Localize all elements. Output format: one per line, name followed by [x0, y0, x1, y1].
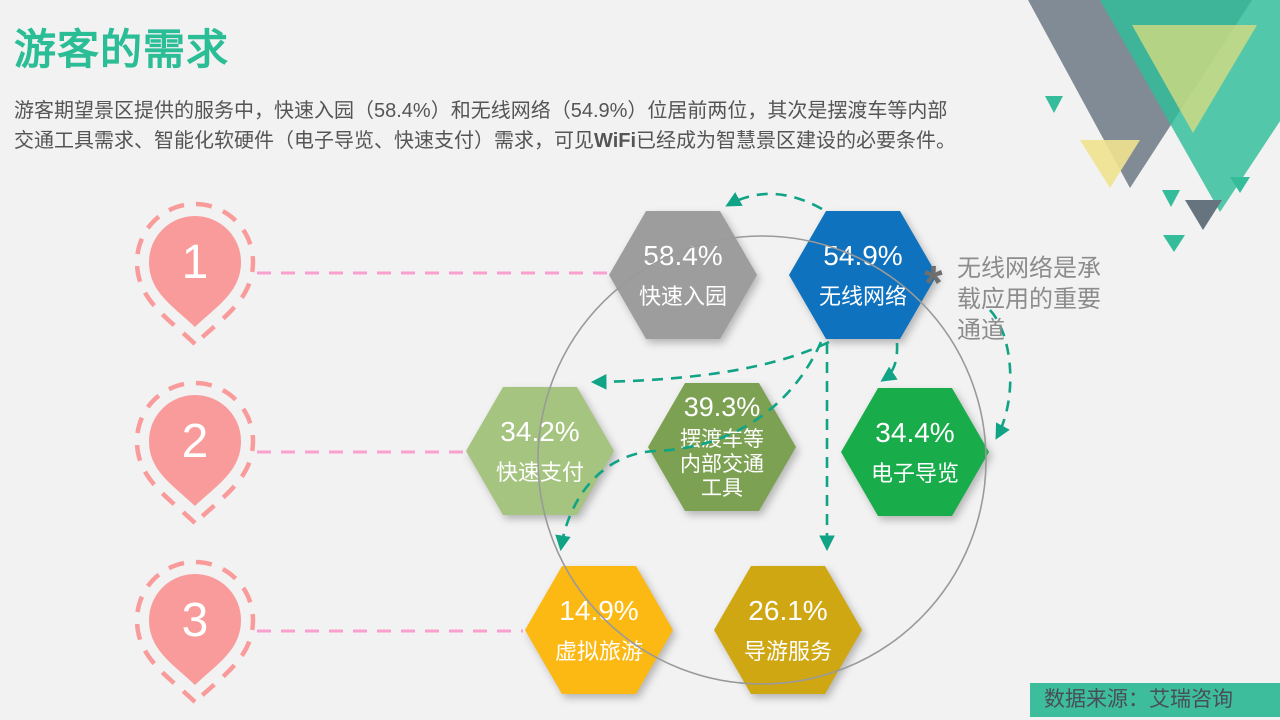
pin-dashed-ring: [134, 559, 256, 706]
arrow-wifi-to-fast-payment: [590, 340, 830, 390]
hexagon-label: 虚拟旅游: [554, 638, 643, 664]
triangle-tiny-teal-1: [1045, 96, 1063, 113]
triangle-small-slate: [1185, 200, 1222, 230]
pin-3: 3: [134, 559, 256, 706]
pin-number: 3: [182, 594, 209, 647]
triangle-tiny-teal-2: [1162, 190, 1180, 207]
data-source-bar: 数据来源：艾瑞咨询: [1030, 683, 1280, 717]
paragraph-text: 已经成为智慧景区建设的必要条件。: [636, 130, 957, 152]
hexagon-value: 58.4%: [643, 239, 723, 271]
arrow-wifi-to-fast-entry: [725, 192, 823, 211]
pin-shape: [149, 395, 241, 506]
pin-2: 2: [134, 380, 256, 527]
hexagon-fast-payment: 34.2% 快速支付: [466, 387, 614, 515]
hexagon-value: 26.1%: [748, 594, 828, 626]
hexagon-value: 14.9%: [559, 594, 639, 626]
hexagon-e-guide: 34.4% 电子导览: [841, 388, 989, 516]
pin-1: 1: [134, 201, 256, 348]
triangle-tiny-teal-4: [1163, 235, 1185, 252]
hexagon-value: 54.9%: [823, 239, 903, 271]
paragraph-line-1: 游客期望景区提供的服务中，快速入园（58.4%）和无线网络（54.9%）位居前两…: [14, 100, 948, 122]
paragraph-text: 交通工具需求、智能化软硬件（电子导览、快速支付）需求，可见: [14, 130, 594, 152]
hexagon-label: 无线网络: [818, 283, 907, 309]
hexagon-label: 电子导览: [870, 460, 959, 486]
wifi-text: WiFi: [594, 130, 637, 152]
arrow-wifi-to-e-guide: [880, 342, 899, 382]
hexagon-label: 导游服务: [743, 638, 832, 664]
annotation-text: 无线网络是承载应用的重要通道: [957, 255, 1101, 344]
pin-dashed-ring: [134, 380, 256, 527]
triangle-inner-yellowgreen: [1132, 25, 1257, 133]
paragraph-line-2: 交通工具需求、智能化软硬件（电子导览、快速支付）需求，可见WiFi已经成为智慧景…: [14, 126, 1029, 156]
page-title: 游客的需求: [14, 26, 230, 73]
triangle-tiny-teal-3: [1230, 177, 1250, 193]
hexagon-label: 摆渡车等内部交通工具: [680, 427, 764, 501]
hexagon-label: 快速入园: [638, 283, 727, 309]
hexagon-value: 34.2%: [500, 415, 580, 447]
hexagon-wireless-network: 54.9% 无线网络: [789, 211, 937, 339]
hexagon-virtual-tour: 14.9% 虚拟旅游: [525, 566, 673, 694]
intro-paragraph: 游客期望景区提供的服务中，快速入园（58.4%）和无线网络（54.9%）位居前两…: [14, 96, 1029, 156]
pin-dashed-ring: [134, 201, 256, 348]
hexagon-fast-entry: 58.4% 快速入园: [609, 211, 757, 339]
hexagon-value: 34.4%: [875, 416, 955, 448]
pin-number: 1: [182, 236, 209, 289]
hexagon-tour-guide-service: 26.1% 导游服务: [714, 566, 862, 694]
triangle-decoration: [1028, 0, 1280, 252]
annotation-asterisk: *: [924, 257, 943, 310]
pin-number: 2: [182, 415, 209, 468]
triangle-large-gray: [1028, 0, 1252, 188]
pin-shape: [149, 574, 241, 685]
triangle-large-teal: [1100, 0, 1280, 212]
pin-shape: [149, 216, 241, 327]
hexagon-value: 39.3%: [683, 391, 761, 422]
hexagon-shuttle-transport: 39.3% 摆渡车等内部交通工具: [648, 383, 796, 511]
triangle-small-yellow: [1080, 140, 1140, 188]
hexagon-label: 快速支付: [495, 459, 584, 485]
